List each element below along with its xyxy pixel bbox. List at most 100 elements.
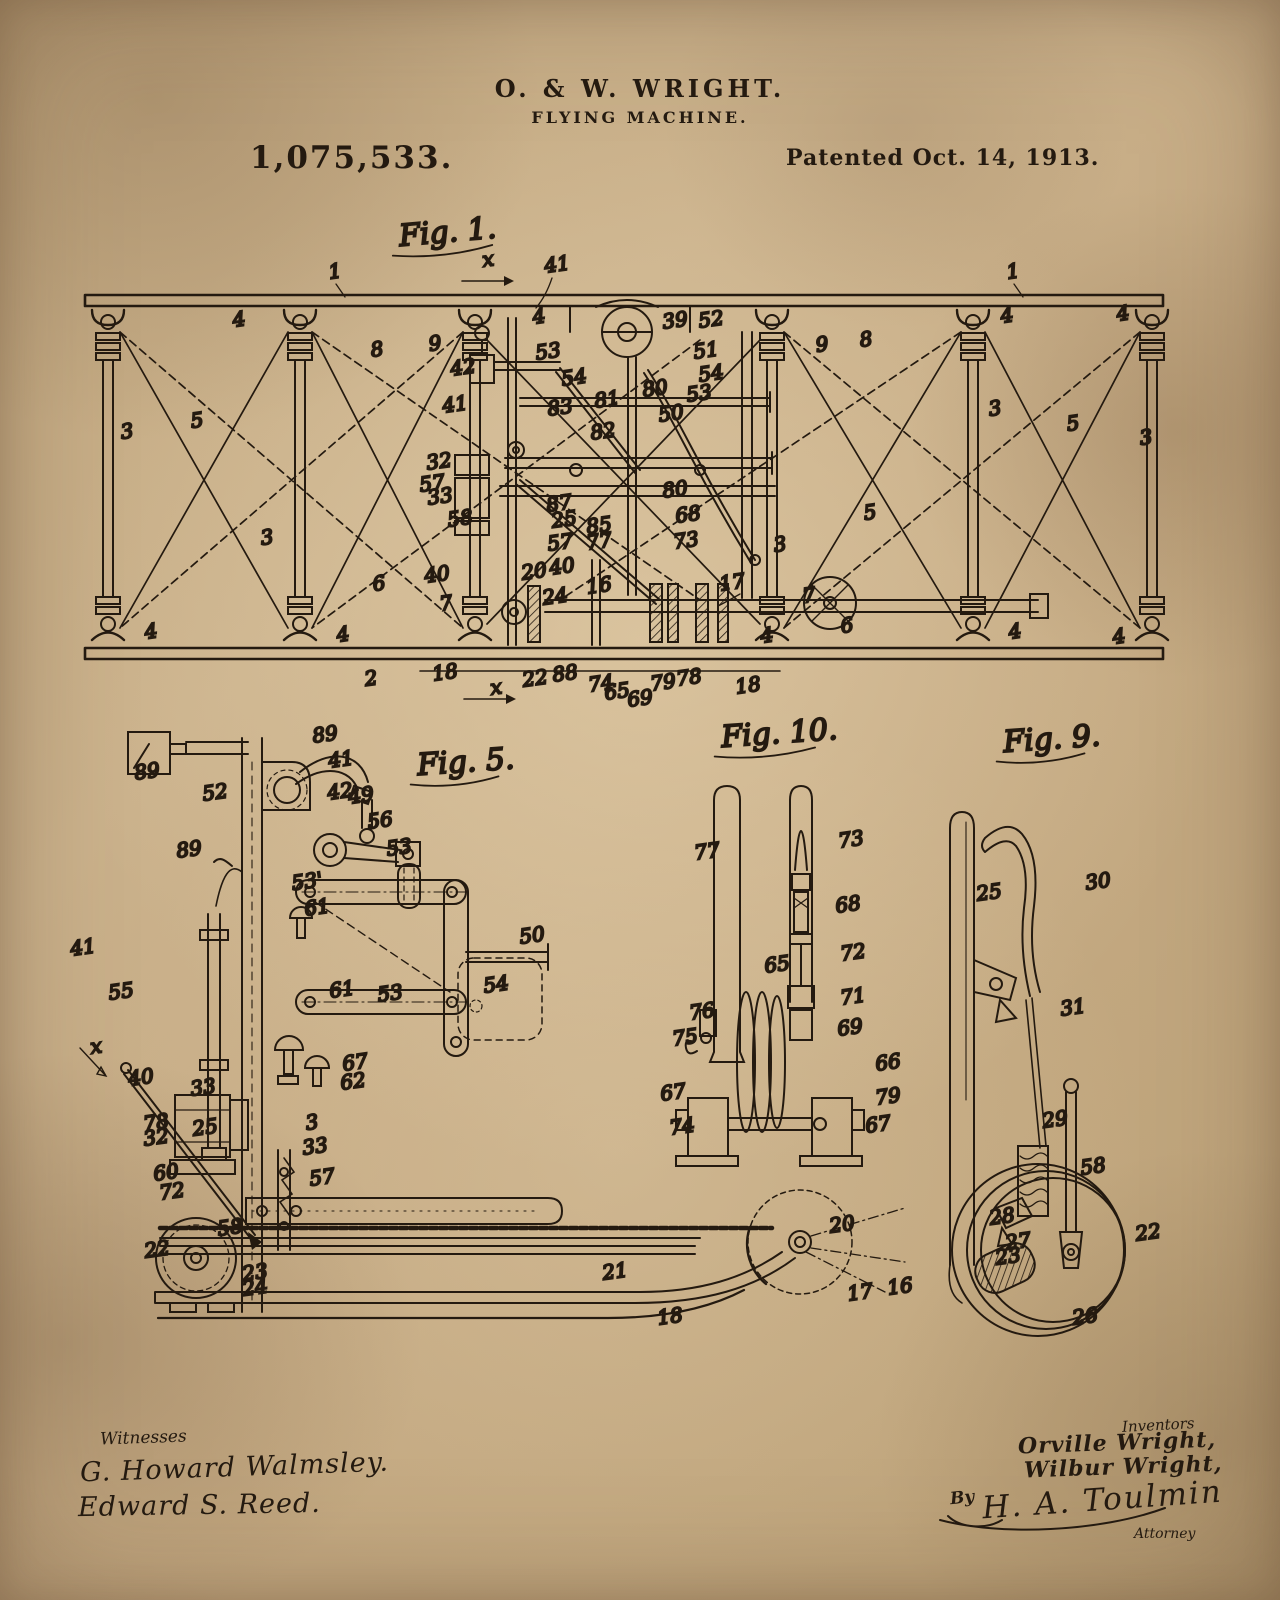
fig1-part-label: x bbox=[481, 246, 496, 271]
fig1-part-label: 40 bbox=[422, 560, 452, 587]
fig5-part-label: x bbox=[89, 1033, 104, 1058]
fig5-part-label: 52 bbox=[201, 778, 230, 805]
fig1-part-label: 22 bbox=[520, 664, 550, 691]
fig1-part-label: 79 bbox=[649, 668, 678, 695]
fig10-drawing bbox=[675, 784, 865, 1167]
fig1-part-label: 78 bbox=[675, 663, 704, 690]
fig1-part-label: 2 bbox=[362, 665, 379, 691]
fig1-part-label: 18 bbox=[431, 658, 460, 685]
fig5-part-label: 72 bbox=[158, 1177, 187, 1204]
fig5-part-label: 20 bbox=[827, 1210, 857, 1237]
fig1-part-label: 73 bbox=[672, 526, 701, 553]
fig5-part-label: 89 bbox=[175, 835, 204, 862]
fig1-part-label: 58 bbox=[446, 504, 475, 531]
fig1-part-label: 17 bbox=[718, 568, 747, 595]
fig1-part-label: x bbox=[489, 674, 504, 699]
fig5-part-label: 54 bbox=[482, 970, 511, 997]
fig5-part-label: 22 bbox=[142, 1235, 172, 1262]
fig10-part-label: 77 bbox=[693, 837, 722, 864]
fig1-part-label: 1 bbox=[1005, 258, 1021, 284]
fig1-part-label: 4 bbox=[758, 622, 775, 648]
fig5-part-label: 41 bbox=[326, 745, 356, 772]
fig5-part-label: 57 bbox=[308, 1163, 337, 1190]
fig1-part-label: 4 bbox=[230, 306, 247, 332]
fig1-title-underline bbox=[391, 244, 494, 258]
fig1-part-label: 68 bbox=[674, 500, 703, 527]
fig1-part-label: 41 bbox=[440, 390, 470, 417]
fig1-part-label: 6 bbox=[371, 570, 387, 596]
fig5-part-label: 89 bbox=[311, 720, 340, 747]
fig5-part-label: 50 bbox=[518, 921, 547, 948]
fig1-part-label: 9 bbox=[814, 331, 830, 357]
fig1-part-label: 3 bbox=[772, 531, 788, 557]
fig1-part-label: 65 bbox=[603, 677, 632, 704]
fig5-part-label: 49 bbox=[346, 781, 376, 808]
fig1-part-label: 87 bbox=[545, 489, 574, 516]
fig1-part-label: 4 bbox=[1114, 300, 1131, 326]
fig1-part-label: 25 bbox=[549, 505, 579, 532]
fig10-part-label: 71 bbox=[839, 982, 868, 1009]
fig9-part-label: 26 bbox=[1070, 1302, 1100, 1329]
fig10-part-label: 69 bbox=[836, 1013, 865, 1040]
header-inventor-line: O. & W. WRIGHT. bbox=[494, 74, 786, 103]
fig1-part-label: 83 bbox=[546, 393, 575, 420]
fig5-part-label: 25 bbox=[190, 1113, 220, 1140]
fig9-part-label: 22 bbox=[1133, 1218, 1163, 1245]
fig9-part-label: 31 bbox=[1059, 993, 1088, 1020]
fig1-part-label: 39 bbox=[661, 306, 690, 333]
fig5-part-label: 33 bbox=[189, 1073, 218, 1100]
fig1-part-label: 7 bbox=[438, 590, 454, 616]
fig1-part-label: 6 bbox=[839, 612, 855, 638]
fig5-part-label: 53' bbox=[290, 867, 324, 895]
patent-date: Patented Oct. 14, 1913. bbox=[786, 145, 1100, 171]
fig1-part-label: 4 bbox=[1110, 623, 1127, 649]
fig9-part-label: 58 bbox=[1079, 1152, 1108, 1179]
fig10-part-label: 74 bbox=[668, 1112, 697, 1139]
fig5-part-label: 89 bbox=[133, 757, 162, 784]
fig1-part-label: 4 bbox=[530, 303, 547, 329]
fig1-part-label: 42 bbox=[448, 353, 478, 380]
fig1-part-label: 52 bbox=[697, 305, 726, 332]
fig5-part-label: 53 bbox=[376, 979, 405, 1006]
by-label: By bbox=[949, 1486, 976, 1510]
fig1-part-label: 5 bbox=[862, 499, 878, 525]
fig1-part-label: 40 bbox=[547, 552, 577, 579]
witness-signature-2: Edward S. Reed. bbox=[77, 1487, 322, 1524]
fig5-part-label: 55 bbox=[107, 977, 136, 1004]
fig1-part-label: 16 bbox=[585, 571, 614, 598]
fig1-part-label: 53 bbox=[685, 379, 714, 406]
fig1-part-label: 57 bbox=[418, 469, 447, 496]
fig10-part-label: 72 bbox=[839, 938, 868, 965]
fig5-part-label: 60 bbox=[152, 1158, 181, 1185]
fig5-part-label: 62 bbox=[339, 1067, 368, 1094]
fig1-part-label: 3 bbox=[987, 395, 1003, 421]
fig5-part-label: 32 bbox=[142, 1123, 171, 1150]
header-title-line: FLYING MACHINE. bbox=[531, 108, 749, 127]
fig1-part-label: 24 bbox=[540, 582, 570, 609]
fig5-title: Fig. 5. bbox=[415, 741, 516, 783]
fig10-part-label: 76 bbox=[688, 997, 717, 1024]
fig1-part-label: 41 bbox=[542, 250, 572, 277]
fig1-part-label: 54 bbox=[697, 359, 726, 386]
fig1-part-label: 51 bbox=[692, 336, 721, 363]
fig1-part-label: 54 bbox=[560, 363, 589, 390]
fig10-part-label: 79 bbox=[874, 1082, 903, 1109]
fig1-part-label: 88 bbox=[551, 659, 580, 686]
fig10-part-label: 66 bbox=[874, 1048, 903, 1075]
fig5-part-label: 17 bbox=[846, 1278, 875, 1305]
fig5-part-label: 42 bbox=[325, 777, 355, 804]
fig1-part-label: 5 bbox=[1065, 410, 1081, 436]
fig1-cross-wires bbox=[119, 331, 1141, 629]
fig5-part-label: 53 bbox=[385, 833, 414, 860]
fig9-part-label: 30 bbox=[1084, 867, 1113, 894]
fig1-part-label: 1 bbox=[327, 258, 343, 284]
fig1-part-label: 3 bbox=[119, 418, 135, 444]
fig1-part-label: 80 bbox=[641, 374, 670, 401]
fig5-part-label: 40 bbox=[126, 1063, 156, 1090]
fig5-part-label: 56 bbox=[366, 806, 395, 833]
attorney-signature-flourish bbox=[939, 1507, 1166, 1531]
fig1-part-label: 74 bbox=[587, 669, 616, 696]
fig5-part-label: 67 bbox=[341, 1048, 370, 1075]
